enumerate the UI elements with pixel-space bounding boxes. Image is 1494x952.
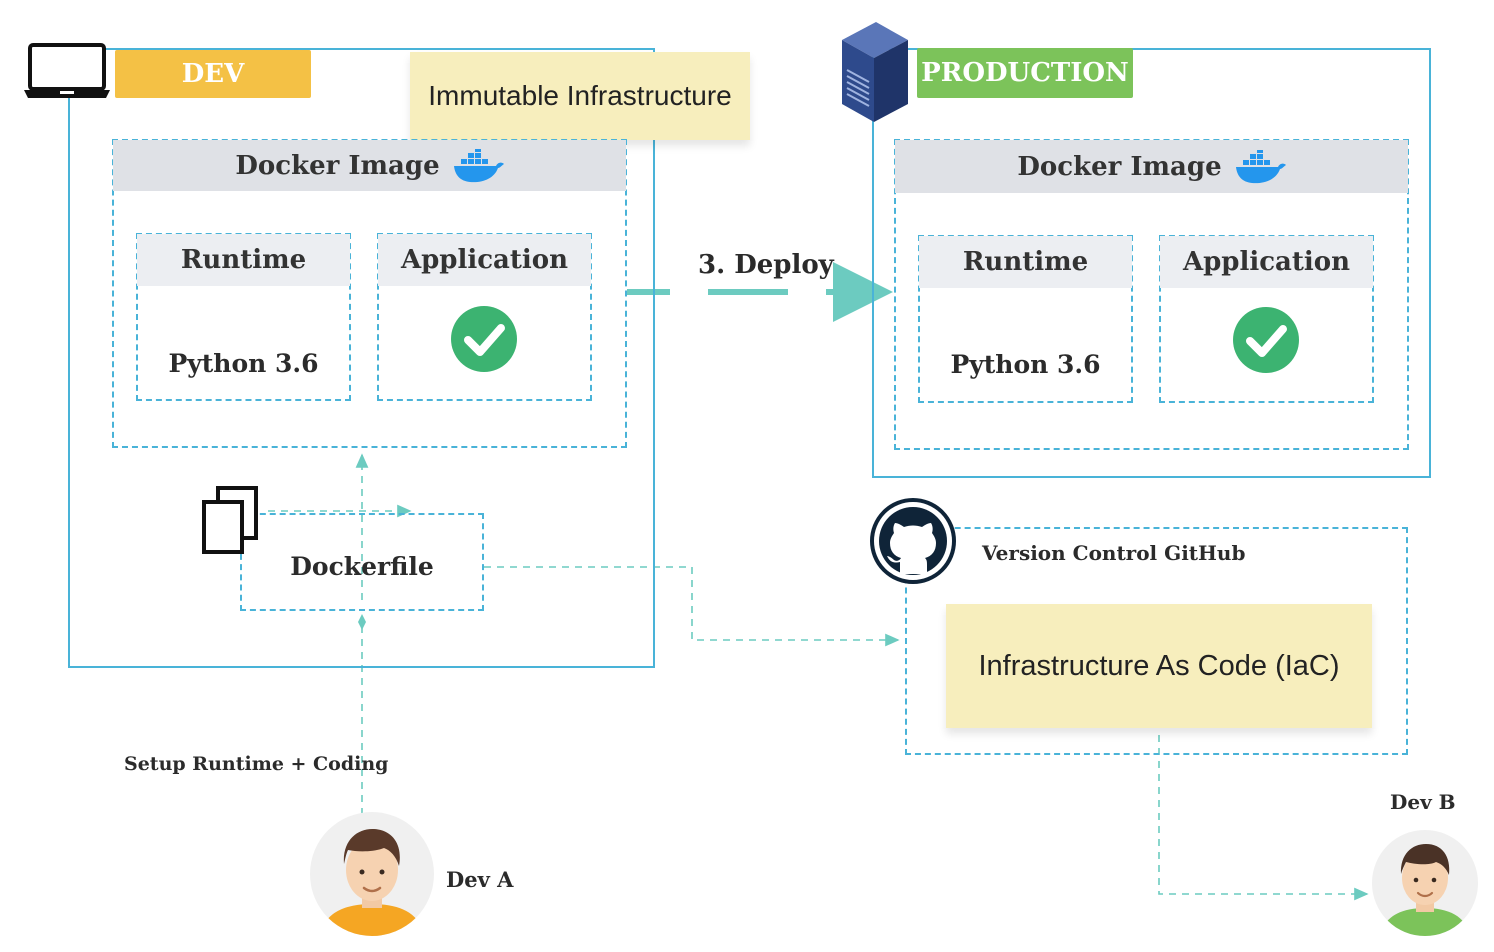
dockerfile-label: Dockerfile xyxy=(290,551,434,581)
dockerfile-box xyxy=(240,513,484,611)
production-tag: PRODUCTION xyxy=(917,48,1133,98)
production-environment-box xyxy=(872,48,1431,478)
dev-docker-image-title: Docker Image xyxy=(235,150,440,181)
production-docker-image-title: Docker Image xyxy=(1017,151,1222,182)
dev-application-title: Application xyxy=(400,245,569,275)
production-application-header: Application xyxy=(1160,236,1373,288)
dev-a-label: Dev A xyxy=(446,867,514,892)
deploy-label: 3. Deploy xyxy=(698,250,834,280)
dockerfile-to-github-line xyxy=(484,566,900,647)
dev-environment-box xyxy=(68,48,655,668)
server-icon xyxy=(838,20,910,124)
files-icon xyxy=(200,485,262,555)
docker-whale-icon xyxy=(1235,149,1286,183)
junction-diamond xyxy=(358,614,366,630)
dev-b-label: Dev B xyxy=(1390,790,1456,814)
production-runtime-title: Runtime xyxy=(962,247,1089,277)
check-icon xyxy=(450,305,518,373)
dev-runtime-value: Python 3.6 xyxy=(168,348,319,378)
production-runtime-header: Runtime xyxy=(919,236,1132,288)
dev-application-header: Application xyxy=(378,234,591,286)
github-box xyxy=(905,527,1408,755)
dev-docker-image-header: Docker Image xyxy=(113,140,626,191)
docker-whale-icon xyxy=(453,148,504,182)
github-icon xyxy=(870,498,956,584)
dev-a-flow-line xyxy=(268,453,412,815)
dev-tag: DEV xyxy=(115,50,311,98)
production-application-title: Application xyxy=(1182,247,1351,277)
github-label: Version Control GitHub xyxy=(982,541,1246,565)
immutable-infrastructure-note: Immutable Infrastructure xyxy=(410,52,750,140)
dev-runtime-header: Runtime xyxy=(137,234,350,286)
iac-note-text: Infrastructure As Code (IaC) xyxy=(978,649,1340,682)
production-runtime-value: Python 3.6 xyxy=(950,349,1101,379)
iac-to-dev-b-line xyxy=(1158,735,1369,901)
dev-runtime-title: Runtime xyxy=(180,245,307,275)
laptop-icon xyxy=(24,43,110,99)
immutable-infrastructure-text: Immutable Infrastructure xyxy=(428,80,732,111)
iac-note: Infrastructure As Code (IaC) xyxy=(946,604,1372,728)
check-icon xyxy=(1232,306,1300,374)
production-docker-image-header: Docker Image xyxy=(895,140,1408,193)
setup-label: Setup Runtime + Coding xyxy=(124,753,389,775)
dev-b-avatar xyxy=(1372,830,1478,936)
dev-a-avatar xyxy=(310,812,434,936)
